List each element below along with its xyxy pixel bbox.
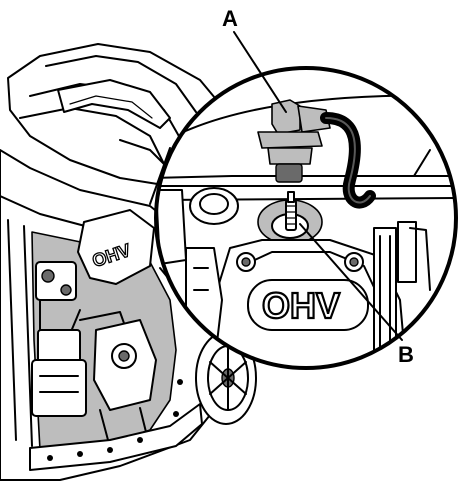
- generator-overview: OHV: [0, 43, 257, 481]
- small-valve-cover: [77, 209, 155, 285]
- callout-a-label: A: [222, 6, 238, 31]
- muffler-box: [31, 359, 87, 417]
- callout-b: B: [299, 223, 414, 367]
- spark-plug-wire: [320, 112, 376, 209]
- carburetor: [35, 261, 77, 301]
- spark-plug-boot: [257, 99, 331, 183]
- callout-b-label: B: [398, 342, 414, 367]
- callout-a-leader: [233, 31, 287, 113]
- callout-a: A: [222, 6, 287, 113]
- zoom-circle: [154, 66, 458, 370]
- carry-handle: [57, 79, 171, 129]
- spark-plug: [285, 191, 297, 231]
- valve-cover-ohv-text: OHV: [262, 285, 340, 326]
- callout-b-leader: [299, 223, 403, 341]
